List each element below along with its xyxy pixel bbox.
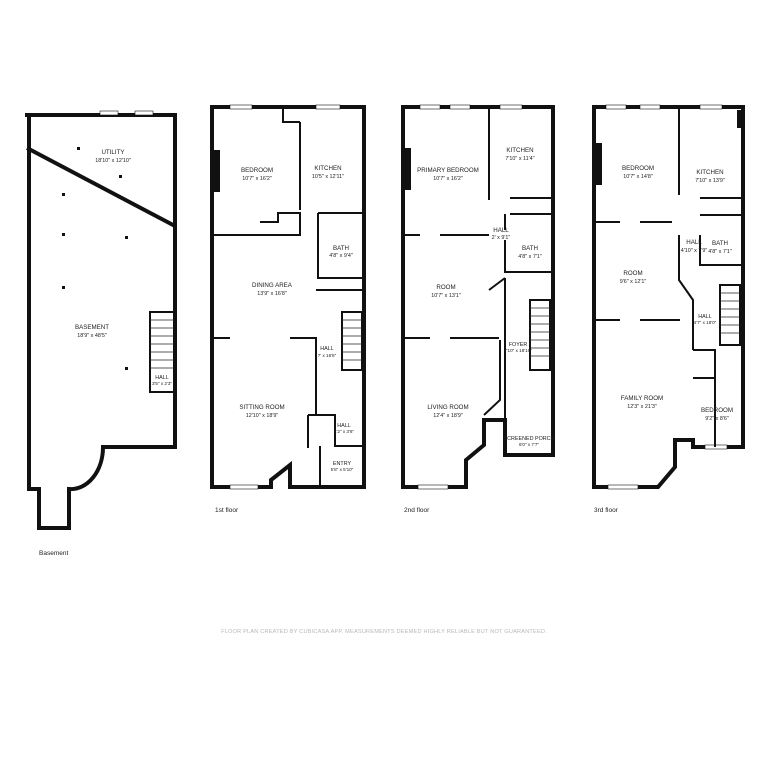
- second-floor-window: [499, 104, 523, 110]
- second-floor-plan: PRIMARY BEDROOM 10'7" x 16'2" KITCHEN 7'…: [401, 104, 555, 490]
- room-name: BATH: [712, 240, 728, 247]
- room-name: ROOM: [623, 270, 642, 277]
- second-floor-window: [417, 484, 449, 490]
- floor-label-basement: Basement: [39, 550, 69, 557]
- room-dims: 12'3" x 21'3": [627, 404, 657, 410]
- room-name: FOYER: [509, 342, 528, 348]
- room-dims: 3'5" x 2'3": [152, 381, 172, 386]
- third-floor-chimney: [737, 110, 743, 128]
- room-name: HALL: [686, 239, 702, 246]
- room-dims: 10'7" x 16'2": [242, 176, 272, 182]
- room-dims: 7' x 16'8": [318, 353, 337, 358]
- room-name: KITCHEN: [506, 147, 533, 154]
- room-name: HALL: [320, 346, 334, 352]
- room-name: PRIMARY BEDROOM: [417, 167, 479, 174]
- room-name: BEDROOM: [241, 167, 273, 174]
- room-name: HALL: [493, 227, 509, 234]
- room-name: HALL: [698, 314, 712, 320]
- room-name: BATH: [522, 245, 538, 252]
- first-floor-interior-walls: [212, 107, 364, 487]
- room-name: FAMILY ROOM: [621, 395, 663, 402]
- first-floor-stairs: [342, 319, 362, 361]
- third-floor-stairs-box: [719, 284, 741, 346]
- basement-window: [99, 110, 119, 116]
- room-name: HALL: [155, 375, 169, 381]
- room-name: SCREENED PORCH: [504, 436, 555, 442]
- room-dims: 18'9" x 48'5": [77, 333, 107, 339]
- room-name: BEDROOM: [622, 165, 654, 172]
- floor-label-3rd-floor: 3rd floor: [594, 507, 618, 514]
- second-floor-window: [419, 104, 441, 110]
- second-floor-fireplace: [403, 148, 411, 190]
- first-floor-window: [229, 104, 253, 110]
- basement-window: [134, 110, 154, 116]
- first-floor-fireplace: [212, 150, 220, 192]
- room-name: BEDROOM: [701, 407, 733, 414]
- floor-label-1st-floor: 1st floor: [215, 507, 239, 514]
- room-name: UTILITY: [101, 149, 124, 156]
- room-dims: 4'10" x 7'9": [681, 248, 708, 254]
- room-name: KITCHEN: [314, 165, 341, 172]
- room-dims: 6'0" x 7'7": [519, 442, 539, 447]
- room-name: SITTING ROOM: [239, 404, 284, 411]
- basement-column-posts: [62, 147, 128, 370]
- room-dims: 4'8" x 7'1": [708, 249, 732, 255]
- room-dims: 12'4" x 18'9": [433, 413, 463, 419]
- room-dims: 4'7" x 18'0": [694, 320, 717, 325]
- third-floor-stairs: [720, 292, 740, 334]
- basement-utility-diagonal-wall: [26, 146, 176, 228]
- room-dims: 4'8" x 7'1": [518, 254, 542, 260]
- room-dims: 5'8" x 5'10": [331, 467, 354, 472]
- first-floor-stairs-box: [341, 311, 363, 371]
- third-floor-interior-walls: [594, 107, 744, 447]
- basement-outline: [25, 113, 177, 530]
- room-name: HALL: [337, 423, 351, 429]
- room-dims: 9'6" x 12'1": [620, 279, 647, 285]
- room-dims: 13'9" x 16'8": [257, 291, 287, 297]
- room-dims: 10'7" x 13'1": [431, 293, 461, 299]
- second-floor-interior-walls: [403, 107, 554, 420]
- basement-stairs: [150, 319, 174, 369]
- second-floor-stairs: [530, 307, 550, 357]
- third-floor-window: [607, 484, 639, 490]
- room-name: KITCHEN: [696, 169, 723, 176]
- first-floor-window: [229, 484, 259, 490]
- disclaimer-footer: FLOOR PLAN CREATED BY CUBICASA APP. MEAS…: [221, 629, 547, 635]
- first-floor-plan: BEDROOM 10'7" x 16'2" KITCHEN 10'5" x 12…: [210, 104, 366, 490]
- third-floor-fireplace: [594, 143, 602, 185]
- third-floor-window: [605, 104, 627, 110]
- floor-label-2nd-floor: 2nd floor: [404, 507, 430, 514]
- room-dims: 9'2" x 8'6": [705, 416, 729, 422]
- room-dims: 2' x 9'1": [492, 235, 511, 241]
- room-name: LIVING ROOM: [427, 404, 468, 411]
- second-floor-window: [449, 104, 471, 110]
- room-dims: 7'10" x 11'4": [505, 156, 534, 162]
- room-name: DINING AREA: [252, 282, 293, 289]
- second-floor-stairs-box: [529, 299, 551, 371]
- room-name: BATH: [333, 245, 349, 252]
- second-floor-outline: [401, 105, 555, 489]
- room-dims: 7'10" x 18'10": [504, 348, 532, 353]
- room-name: ENTRY: [333, 461, 352, 467]
- third-floor-plan: BEDROOM 10'7" x 14'8" KITCHEN 7'10" x 13…: [592, 104, 745, 490]
- third-floor-window: [699, 104, 723, 110]
- room-dims: 10'5" x 12'11": [312, 174, 344, 180]
- room-name: ROOM: [436, 284, 455, 291]
- room-dims: 4'8" x 9'4": [329, 253, 353, 259]
- room-dims: 12'10" x 18'9": [246, 413, 279, 419]
- first-floor-window: [315, 104, 341, 110]
- room-dims: 4'2" x 3'6": [334, 429, 354, 434]
- room-dims: 18'10" x 12'10": [95, 158, 131, 164]
- basement-plan: UTILITY 18'10" x 12'10" BASEMENT 18'9" x…: [25, 110, 177, 530]
- third-floor-window: [639, 104, 661, 110]
- room-dims: 10'7" x 16'2": [433, 176, 463, 182]
- room-dims: 10'7" x 14'8": [623, 174, 653, 180]
- room-name: BASEMENT: [75, 324, 109, 331]
- room-dims: 7'10" x 13'9": [695, 178, 725, 184]
